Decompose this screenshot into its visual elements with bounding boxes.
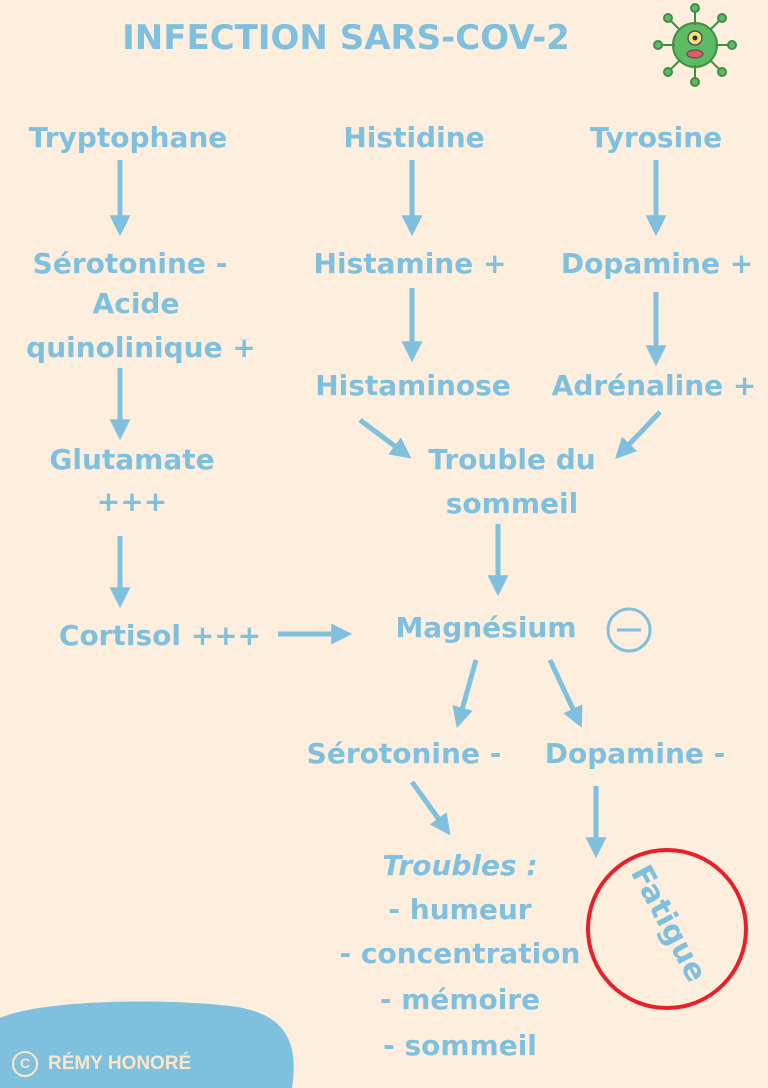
- troubles-item-concentration: - concentration: [339, 937, 581, 970]
- virus-icon: [653, 3, 737, 87]
- node-tryptophane: Tryptophane: [28, 121, 228, 154]
- node-glutamate-line2: +++: [96, 485, 168, 518]
- node-dopamine-plus: Dopamine +: [560, 247, 754, 280]
- node-serotonine-line2: Acide: [92, 287, 180, 320]
- node-histaminose: Histaminose: [315, 369, 511, 402]
- copyright-icon: C: [12, 1050, 38, 1077]
- node-magnesium: Magnésium: [395, 611, 577, 644]
- node-glutamate-line1: Glutamate: [49, 443, 215, 476]
- footer-blob: [0, 1001, 294, 1088]
- node-histamine: Histamine +: [313, 247, 507, 280]
- node-trouble-line2: sommeil: [445, 487, 579, 520]
- node-serotonine-line3: quinolinique +: [26, 331, 256, 364]
- arrow-adrenaline-trouble: [615, 410, 662, 460]
- page-title: INFECTION SARS-COV-2: [122, 18, 570, 58]
- fatigue-circle: [586, 848, 748, 1010]
- troubles-item-humeur: - humeur: [388, 893, 532, 926]
- node-cortisol: Cortisol +++: [58, 619, 262, 652]
- arrow-histaminose-trouble: [358, 418, 412, 459]
- arrow-magnesium-serotonine: [452, 659, 479, 729]
- node-serotonine-line1: Sérotonine -: [32, 247, 228, 280]
- troubles-item-memoire: - mémoire: [379, 983, 541, 1016]
- node-histidine: Histidine: [343, 121, 485, 154]
- author-name: RÉMY HONORÉ: [48, 1053, 192, 1074]
- footer-credit: C RÉMY HONORÉ: [12, 1049, 191, 1079]
- node-trouble-line1: Trouble du: [428, 443, 596, 476]
- minus-circle-icon: [606, 607, 652, 653]
- arrow-magnesium-dopamine: [547, 658, 583, 728]
- node-serotonine-minus: Sérotonine -: [306, 737, 502, 770]
- node-adrenaline: Adrénaline +: [551, 369, 757, 402]
- node-tyrosine: Tyrosine: [589, 121, 723, 154]
- troubles-item-sommeil: - sommeil: [383, 1029, 537, 1062]
- troubles-heading: Troubles :: [382, 849, 538, 882]
- node-dopamine-minus: Dopamine -: [544, 737, 726, 770]
- arrow-serotonine-troubles: [409, 780, 451, 836]
